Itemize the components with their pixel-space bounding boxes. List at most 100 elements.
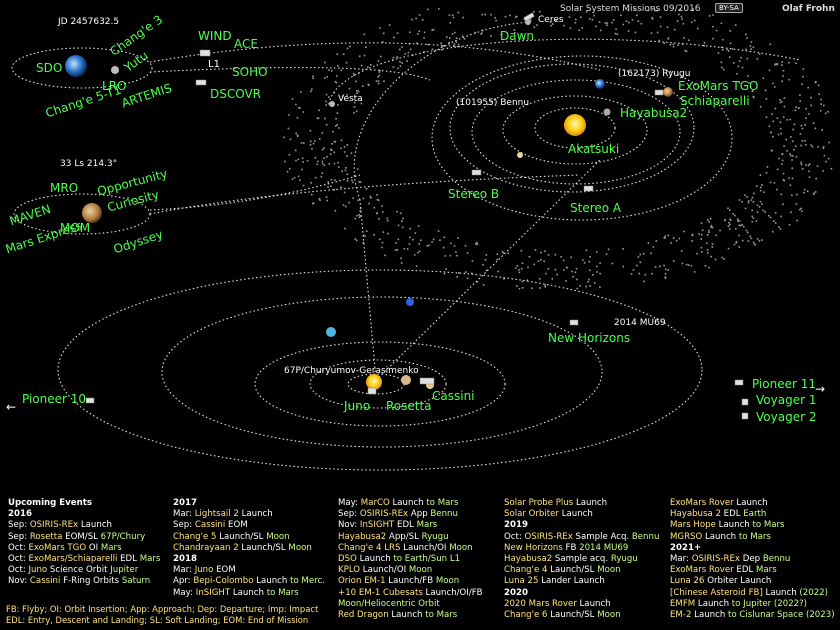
event-part: Solar Orbiter xyxy=(504,509,559,520)
asteroid-dot xyxy=(310,90,312,93)
label-mom: MOM xyxy=(60,221,91,235)
asteroid-dot xyxy=(663,42,666,44)
asteroid-dot xyxy=(376,198,379,201)
planet-venus xyxy=(517,152,523,158)
asteroid-dot xyxy=(780,100,783,103)
event-part: Apr: xyxy=(173,576,191,587)
asteroid-dot xyxy=(323,157,325,159)
asteroid-dot xyxy=(476,243,479,246)
asteroid-dot xyxy=(353,106,356,108)
event-part: InSIGHT xyxy=(357,520,395,531)
asteroid-dot xyxy=(341,95,344,98)
asteroid-dot xyxy=(587,281,589,283)
asteroid-dot xyxy=(340,147,342,150)
asteroid-dot xyxy=(667,269,669,271)
asteroid-dot xyxy=(296,134,299,137)
event-row: EMFM Launch to Jupiter (2022?) xyxy=(670,599,835,610)
asteroid-dot xyxy=(333,151,336,154)
asteroid-dot xyxy=(658,39,661,42)
asteroid-dot xyxy=(401,220,403,222)
asteroid-dot xyxy=(534,249,537,251)
asteroid-dot xyxy=(821,129,823,131)
event-part: OSIRIS-REx xyxy=(521,531,573,542)
asteroid-dot xyxy=(814,127,817,130)
label-soho: SOHO xyxy=(232,65,268,79)
asteroid-dot xyxy=(417,33,419,35)
asteroid-dot xyxy=(515,15,518,18)
event-part: Mar: xyxy=(670,554,689,565)
asteroid-dot xyxy=(359,215,361,217)
event-part: OSIRIS-REx xyxy=(357,509,409,520)
asteroid-dot xyxy=(485,254,488,256)
asteroid-dot xyxy=(729,223,731,226)
asteroid-dot xyxy=(780,215,782,218)
asteroid-dot xyxy=(800,163,803,166)
asteroid-dot xyxy=(720,46,723,48)
asteroid-dot xyxy=(490,13,492,16)
asteroid-dot xyxy=(520,267,523,270)
event-part: (2022) xyxy=(799,587,828,598)
event-part: 67P/Chury xyxy=(100,531,146,542)
asteroid-dot xyxy=(727,50,730,52)
asteroid-dot xyxy=(799,94,801,96)
asteroid-dot xyxy=(614,32,617,35)
event-part: Bennu xyxy=(430,509,458,520)
asteroid-dot xyxy=(788,61,790,64)
asteroid-dot xyxy=(692,8,694,11)
asteroid-dot xyxy=(456,254,458,257)
asteroid-dot xyxy=(703,42,706,44)
asteroid-dot xyxy=(785,138,787,141)
asteroid-dot xyxy=(728,221,730,224)
asteroid-dot xyxy=(569,27,572,29)
asteroid-dot xyxy=(820,103,822,105)
asteroid-dot xyxy=(457,271,460,274)
asteroid-dot xyxy=(765,98,768,100)
event-part: Saturn xyxy=(121,576,151,587)
asteroid-dot xyxy=(697,27,699,30)
asteroid-dot xyxy=(379,27,381,29)
asteroid-dot xyxy=(776,62,779,65)
asteroid-dot xyxy=(722,38,724,41)
asteroid-dot xyxy=(514,32,516,34)
asteroid-dot xyxy=(335,75,338,77)
asteroid-dot xyxy=(417,225,420,227)
asteroid-dot xyxy=(644,273,647,276)
event-part: to Cislunar Space (2023) xyxy=(728,610,835,621)
asteroid-dot xyxy=(527,266,529,269)
asteroid-dot xyxy=(605,253,608,255)
asteroid-dot xyxy=(457,43,460,46)
asteroid-dot xyxy=(631,19,634,21)
asteroid-dot xyxy=(399,61,401,63)
spacecraft-icon xyxy=(419,377,435,385)
planet-uranus xyxy=(326,327,336,337)
asteroid-dot xyxy=(779,101,782,104)
asteroid-dot xyxy=(727,207,729,210)
asteroid-dot xyxy=(321,148,324,151)
asteroid-dot xyxy=(606,22,609,24)
asteroid-dot xyxy=(501,250,504,253)
asteroid-dot xyxy=(400,212,402,215)
asteroid-dot xyxy=(687,264,690,266)
asteroid-dot xyxy=(672,237,675,239)
asteroid-dot xyxy=(344,227,346,230)
event-part: Launch xyxy=(695,598,732,609)
asteroid-dot xyxy=(700,238,702,240)
asteroid-dot xyxy=(808,170,810,173)
asteroid-dot xyxy=(772,82,774,85)
asteroid-dot xyxy=(509,14,511,17)
asteroid-dot xyxy=(448,41,450,44)
asteroid-dot xyxy=(319,199,321,201)
asteroid-dot xyxy=(738,224,740,227)
asteroid-dot xyxy=(353,111,355,114)
asteroid-dot xyxy=(449,254,452,257)
event-part: Launch/OI xyxy=(360,565,409,576)
event-part: Moon xyxy=(408,565,433,576)
label-ryugu: (162173) Ryugu xyxy=(618,69,691,79)
asteroid-dot xyxy=(393,36,395,39)
event-part: to Mars xyxy=(426,498,459,508)
asteroid-dot xyxy=(759,189,762,192)
asteroid-dot xyxy=(786,150,788,152)
asteroid-dot xyxy=(781,61,783,63)
asteroid-dot xyxy=(397,67,399,70)
asteroid-dot xyxy=(788,78,790,81)
